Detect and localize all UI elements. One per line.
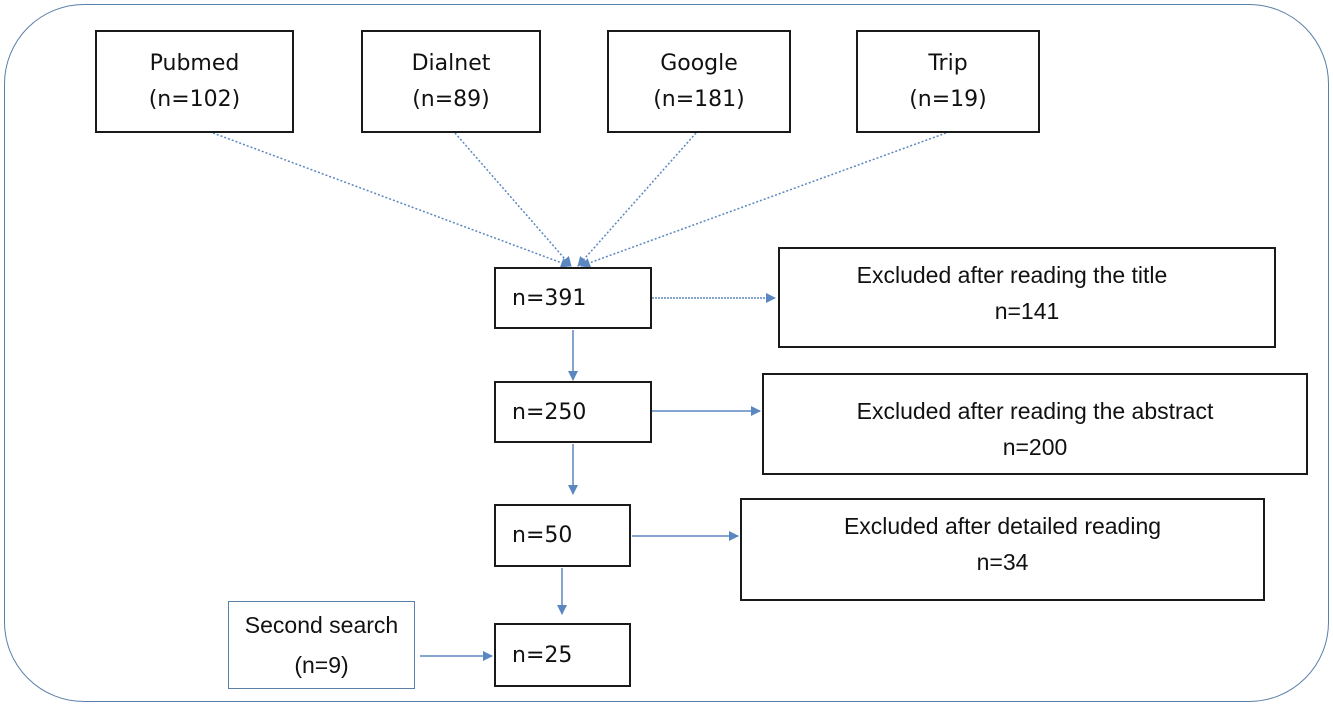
stage-count: n=250: [512, 399, 587, 425]
second-search-box: Second search (n=9): [228, 601, 415, 689]
stage-count: n=50: [512, 523, 573, 548]
source-name: Dialnet: [411, 50, 491, 76]
stage-box-n50: n=50: [494, 504, 631, 567]
excluded-detailed-box: Excluded after detailed reading n=34: [740, 498, 1265, 601]
arrow-dialnet-to-n391: [454, 132, 572, 267]
excluded-label: Excluded after reading the abstract: [856, 398, 1214, 424]
source-box-google: Google (n=181): [607, 30, 791, 133]
source-box-pubmed: Pubmed (n=102): [95, 30, 294, 133]
stage-count: n=391: [512, 285, 587, 311]
second-search-label: Second search: [244, 612, 399, 638]
source-count: (n=181): [653, 86, 745, 112]
excluded-count: n=141: [994, 298, 1060, 324]
source-name: Pubmed: [149, 50, 240, 76]
source-name: Trip: [928, 50, 968, 76]
diagram-frame: [4, 4, 1329, 702]
stage-box-n25: n=25: [494, 623, 631, 687]
source-box-dialnet: Dialnet (n=89): [361, 30, 541, 133]
excluded-label: Excluded after reading the title: [856, 262, 1168, 288]
excluded-count: n=34: [976, 549, 1029, 575]
excluded-title-box: Excluded after reading the title n=141: [778, 247, 1276, 348]
arrow-google-to-n391: [577, 132, 697, 267]
second-search-count: (n=9): [294, 652, 349, 678]
source-name: Google: [660, 50, 738, 76]
source-count: (n=19): [909, 86, 987, 112]
source-count: (n=102): [148, 86, 241, 112]
arrow-trip-to-n391: [580, 132, 947, 268]
excluded-abstract-box: Excluded after reading the abstract n=20…: [762, 373, 1308, 475]
arrow-pubmed-to-n391: [212, 132, 571, 268]
stage-count: n=25: [512, 642, 573, 668]
stage-box-n391: n=391: [494, 267, 652, 329]
source-count: (n=89): [412, 86, 490, 112]
stage-box-n250: n=250: [494, 381, 652, 443]
excluded-count: n=200: [1002, 434, 1068, 460]
source-box-trip: Trip (n=19): [856, 30, 1040, 133]
excluded-label: Excluded after detailed reading: [843, 513, 1162, 539]
